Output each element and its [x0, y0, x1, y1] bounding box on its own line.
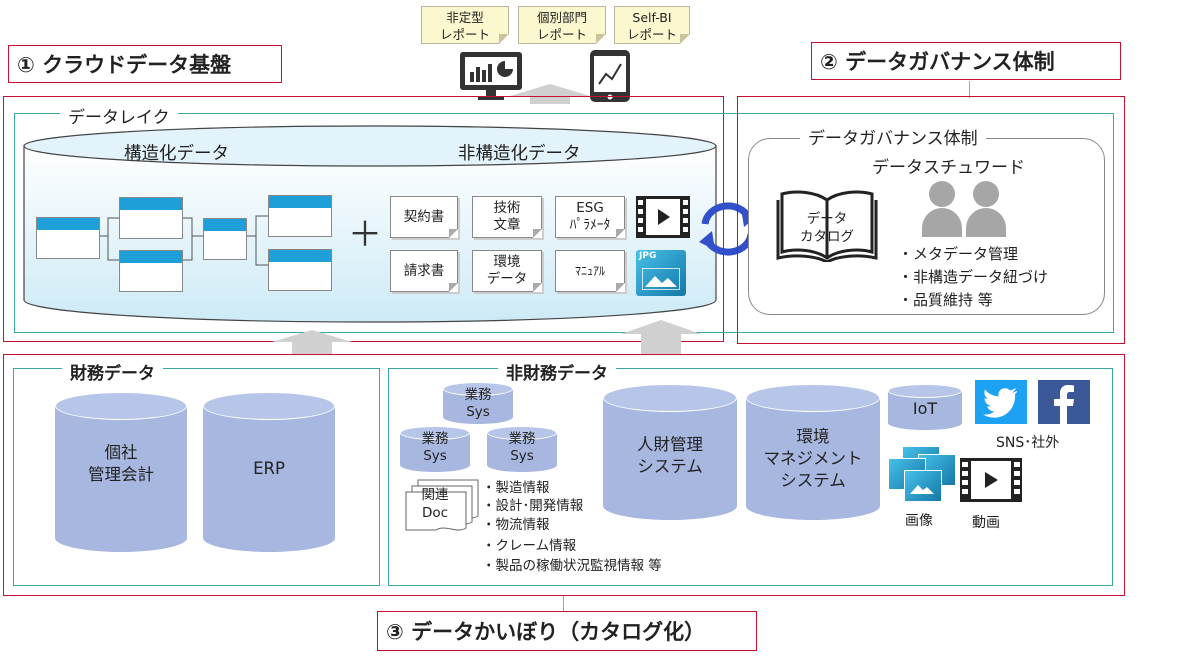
table-icon	[268, 195, 332, 237]
cloud-platform-box	[3, 96, 724, 342]
info-item: ・設計･開発情報	[482, 498, 584, 514]
monitor-dashboard-icon	[460, 52, 522, 100]
governance-item: ・非構造データ紐づけ	[898, 268, 1049, 286]
video-icon	[960, 458, 1022, 502]
cylinder-business-sys: 業務 Sys	[443, 382, 513, 424]
info-item: ・製造情報	[482, 480, 550, 496]
db-label: ERP	[253, 459, 285, 478]
doc-environment: 環境 データ	[472, 250, 542, 292]
cylinder-business-sys: 業務 Sys	[487, 426, 557, 472]
sys-label: 業務 Sys	[508, 431, 536, 464]
unstructured-data-title: 非構造化データ	[458, 144, 581, 164]
up-arrow-icon	[621, 320, 701, 354]
table-icon	[36, 217, 100, 259]
table-relation-lines	[100, 215, 268, 266]
video-icon	[636, 196, 690, 238]
image-label: 画像	[905, 513, 933, 529]
mountain-icon	[910, 485, 934, 494]
datalake-label: データレイク	[60, 103, 178, 128]
book-catalog-icon	[776, 190, 878, 262]
image-icon	[904, 470, 942, 502]
document-stack-icon	[405, 479, 479, 531]
governance-box	[737, 96, 1125, 344]
facebook-icon	[1038, 380, 1090, 424]
cylinder-hr-system: 人財管理 システム	[603, 384, 737, 520]
person-icon	[922, 181, 962, 237]
twitter-icon	[975, 380, 1027, 424]
iot-label: IoT	[912, 399, 938, 418]
governance-item: ・品質維持 等	[898, 291, 993, 309]
info-item: ・物流情報	[482, 517, 550, 533]
cylinder-business-sys: 業務 Sys	[400, 426, 470, 472]
table-icon	[119, 250, 183, 292]
data-catalog-label: データ カタログ	[800, 211, 854, 245]
nonfinancial-data-label: 非財務データ	[498, 359, 616, 384]
structured-data-title: 構造化データ	[124, 144, 229, 164]
plus-sign: ＋	[348, 215, 382, 255]
jpg-label: JPG	[639, 251, 657, 261]
table-icon	[268, 249, 332, 291]
db-label: 環境 マネジメント システム	[763, 427, 863, 490]
sys-label: 業務 Sys	[421, 431, 449, 464]
report-note-adhoc: 非定型 レポート	[421, 6, 509, 44]
report-note-selfbi: Self-BI レポート	[614, 6, 690, 44]
data-sources-box	[3, 354, 1125, 596]
report-note-department: 個別部門 レポート	[518, 6, 606, 44]
tablet-chart-icon	[590, 50, 630, 102]
cylinder-environment-system: 環境 マネジメント システム	[746, 384, 880, 520]
nonfinancial-data-box	[388, 368, 1113, 586]
video-label: 動画	[972, 515, 1000, 531]
table-icon	[119, 197, 183, 239]
related-doc-label: 関連 Doc	[421, 487, 449, 521]
doc-contract: 契約書	[390, 196, 458, 238]
jpg-image-icon: JPG	[636, 250, 686, 296]
doc-manual: ﾏﾆｭｱﾙ	[555, 250, 625, 292]
cylinder-erp: ERP	[203, 392, 335, 552]
governance-item: ・メタデータ管理	[898, 245, 1019, 263]
doc-technical: 技術 文章	[472, 196, 542, 238]
sys-label: 業務 Sys	[464, 387, 492, 420]
sns-label: SNS･社外	[996, 435, 1060, 451]
doc-esg: ESG ﾊﾟﾗﾒｰﾀ	[555, 196, 625, 238]
up-arrow-icon	[510, 84, 590, 104]
banner-data-catalog: ③ データかいぼり（カタログ化）	[377, 611, 757, 651]
connector-line	[969, 81, 970, 98]
cylinder-iot: IoT	[888, 384, 962, 430]
info-item: ・製品の稼働状況監視情報 等	[482, 558, 662, 574]
doc-invoice: 請求書	[390, 250, 458, 292]
banner-data-governance: ② データガバナンス体制	[811, 42, 1121, 80]
financial-data-box	[13, 368, 380, 586]
governance-title: データガバナンス体制	[800, 124, 986, 149]
info-item: ・クレーム情報	[482, 538, 577, 554]
financial-data-label: 財務データ	[62, 359, 163, 384]
datalake-cylinder	[23, 125, 717, 323]
data-steward-label: データスチュワード	[872, 158, 1025, 178]
db-label: 個社 管理会計	[88, 443, 154, 484]
person-icon	[966, 181, 1006, 237]
mountain-icon	[642, 268, 680, 290]
datalake-box	[14, 113, 1114, 333]
cylinder-management-accounting: 個社 管理会計	[55, 392, 187, 552]
connector-line	[563, 596, 564, 611]
banner-cloud-data-platform: ① クラウドデータ基盤	[8, 45, 282, 83]
up-arrow-icon	[272, 330, 352, 354]
table-icon	[203, 218, 247, 260]
db-label: 人財管理 システム	[637, 435, 703, 476]
